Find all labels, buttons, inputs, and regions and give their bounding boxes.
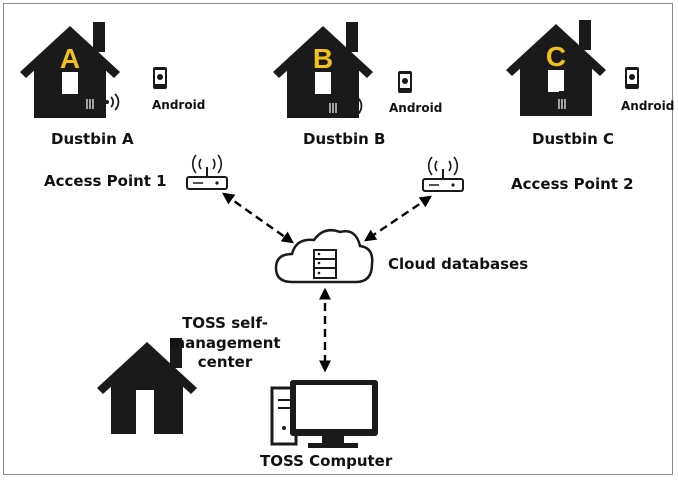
house-b-device-label: Android	[389, 101, 443, 115]
house-a-phone-icon	[153, 67, 167, 89]
cloud-databases-label: Cloud databases	[388, 255, 529, 273]
house-c-letter: C	[546, 41, 566, 72]
management-center-label: TOSS self- management center	[140, 314, 310, 373]
arrow-ap2-to-cloud	[364, 195, 432, 242]
management-center-door	[136, 390, 154, 434]
house-c-device-label: Android	[621, 99, 675, 113]
dustbin-a-label: Dustbin A	[51, 130, 134, 148]
house-a-door	[62, 72, 78, 94]
house-a-device-label: Android	[152, 98, 206, 112]
house-c-phone-icon	[625, 67, 639, 89]
toss-computer-icon	[270, 380, 378, 448]
access-point-1-router-icon	[186, 154, 228, 190]
management-center-label-line2: management center	[169, 333, 281, 372]
arrow-ap1-to-cloud	[222, 192, 294, 244]
house-b-door	[315, 72, 331, 94]
management-center-label-line1: TOSS self-	[182, 314, 268, 332]
dustbin-c-label: Dustbin C	[532, 130, 615, 148]
diagram-frame	[3, 3, 673, 475]
cloud-database-icon	[274, 229, 374, 284]
house-a-letter: A	[60, 43, 80, 74]
house-b-letter: B	[313, 43, 333, 74]
access-point-1-label: Access Point 1	[44, 172, 167, 190]
access-point-2-router-icon	[422, 156, 464, 192]
dustbin-b-label: Dustbin B	[303, 130, 386, 148]
house-b-phone-icon	[398, 71, 412, 93]
toss-computer-label: TOSS Computer	[260, 452, 393, 470]
access-point-2-label: Access Point 2	[511, 175, 634, 193]
house-c-door	[548, 70, 564, 92]
house-a-signal-icon	[104, 93, 120, 111]
